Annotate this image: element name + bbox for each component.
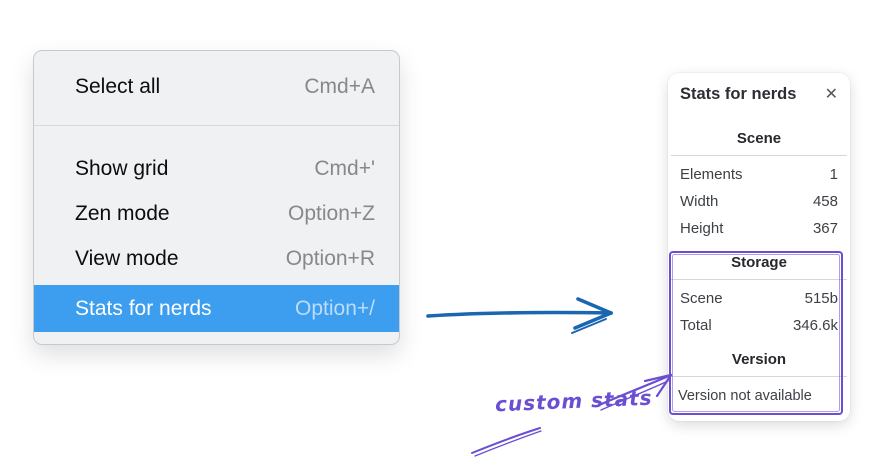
stat-row-elements: Elements 1: [668, 161, 850, 188]
section-divider: [671, 279, 847, 280]
menu-item-label: Stats for nerds: [75, 296, 212, 320]
close-icon[interactable]: ✕: [824, 85, 838, 103]
stat-label: Height: [680, 220, 724, 237]
section-heading-scene: Scene: [736, 130, 782, 147]
menu-item-label: Show grid: [75, 156, 169, 180]
stat-value: 1: [829, 166, 838, 183]
purple-underline-stroke: [471, 427, 542, 457]
stat-value: 367: [812, 220, 838, 237]
menu-item-shortcut: Cmd+A: [304, 74, 375, 98]
stat-value: 458: [812, 193, 838, 210]
stat-value: 515b: [804, 290, 838, 307]
context-menu: Select all Cmd+A Show grid Cmd+' Zen mod…: [33, 50, 400, 345]
section-divider: [671, 376, 847, 377]
menu-item-select-all[interactable]: Select all Cmd+A: [34, 64, 399, 109]
stat-row-width: Width 458: [668, 188, 850, 215]
stats-panel-title: Stats for nerds: [680, 85, 797, 103]
menu-item-shortcut: Option+Z: [288, 201, 375, 225]
section-heading-version: Version: [731, 351, 787, 368]
menu-item-stats-for-nerds[interactable]: Stats for nerds Option+/: [34, 285, 399, 332]
menu-item-shortcut: Cmd+': [314, 156, 375, 180]
blue-arrow-icon: [426, 297, 613, 334]
stat-row-total-storage: Total 346.6k: [668, 312, 850, 339]
stat-label: Width: [680, 193, 719, 210]
stat-value: 346.6k: [792, 317, 838, 334]
stats-panel-header: Stats for nerds ✕: [668, 73, 850, 104]
menu-item-label: Select all: [75, 74, 161, 98]
custom-stats-annotation-label: custom stats: [494, 385, 653, 417]
stat-label: Scene: [680, 290, 723, 307]
stats-panel: Stats for nerds ✕ Scene Elements 1 Width…: [668, 73, 850, 421]
stat-label: Elements: [680, 166, 743, 183]
menu-item-shortcut: Option+/: [295, 296, 375, 320]
section-heading-storage: Storage: [731, 254, 787, 271]
menu-item-show-grid[interactable]: Show grid Cmd+': [34, 146, 399, 191]
menu-item-label: View mode: [75, 246, 179, 270]
stat-row-scene-storage: Scene 515b: [668, 285, 850, 312]
section-divider: [671, 155, 847, 156]
stat-label: Total: [680, 317, 712, 334]
menu-divider: [34, 125, 399, 126]
menu-item-label: Zen mode: [75, 201, 170, 225]
stat-row-height: Height 367: [668, 215, 850, 242]
menu-item-zen-mode[interactable]: Zen mode Option+Z: [34, 191, 399, 236]
version-note: Version not available: [678, 388, 812, 404]
menu-item-shortcut: Option+R: [285, 246, 375, 270]
menu-item-view-mode[interactable]: View mode Option+R: [34, 236, 399, 281]
